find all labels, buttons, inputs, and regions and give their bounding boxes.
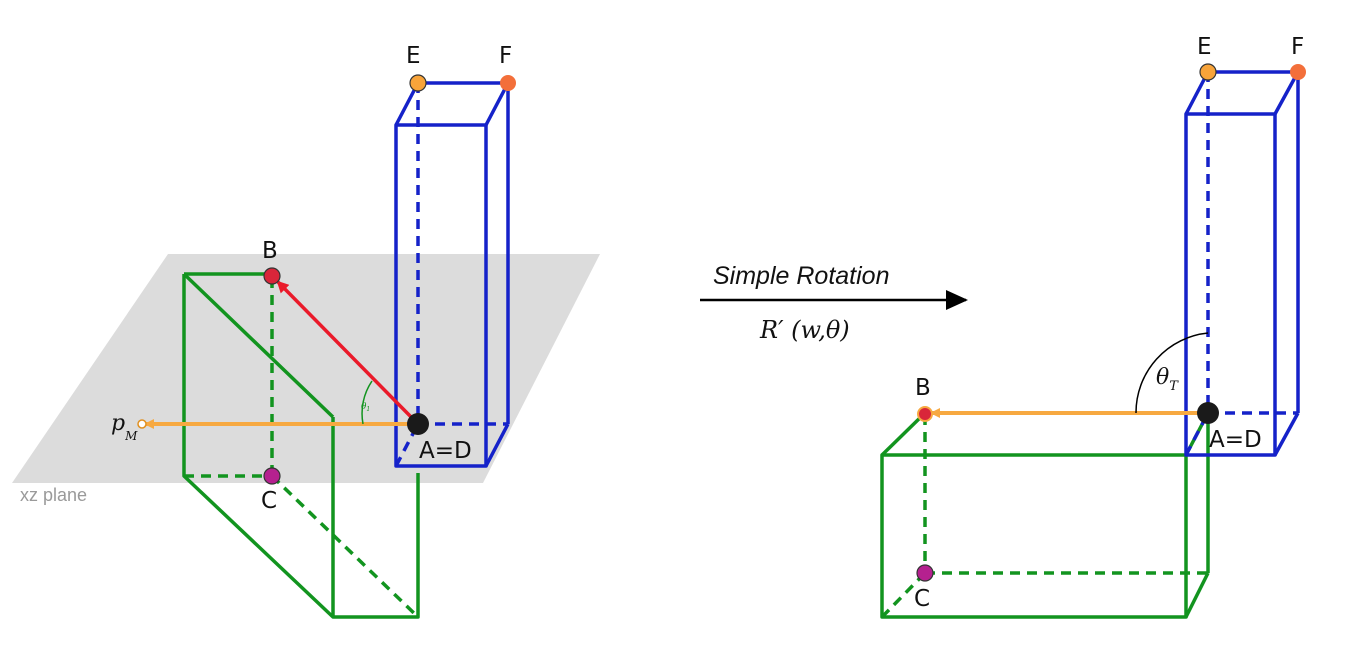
label-e-right: E bbox=[1197, 34, 1212, 60]
label-c-right: C bbox=[914, 586, 930, 612]
label-c-left: C bbox=[261, 488, 277, 514]
rotation-title: Simple Rotation bbox=[713, 262, 889, 290]
point-f-left bbox=[500, 75, 516, 91]
label-b-left: B bbox=[262, 238, 278, 264]
label-f-right: F bbox=[1291, 34, 1304, 60]
point-e-left bbox=[409, 74, 427, 92]
point-c-right bbox=[916, 564, 934, 582]
xz-plane bbox=[12, 254, 600, 483]
red-vector-b bbox=[276, 280, 420, 426]
theta1-arc bbox=[361, 380, 373, 425]
theta1-label: θ1 bbox=[361, 402, 370, 413]
point-b-right bbox=[917, 406, 933, 422]
rotation-operator: Simple Rotation R′ (w,θ) bbox=[700, 262, 968, 344]
point-c-left bbox=[263, 467, 281, 485]
green-box-left bbox=[182, 272, 420, 619]
label-b-right: B bbox=[915, 375, 931, 401]
left-panel: xz plane θ1 bbox=[12, 43, 600, 619]
label-ad-left: A=D bbox=[419, 438, 472, 464]
label-ad-right: A=D bbox=[1209, 427, 1262, 453]
xz-plane-label: xz plane bbox=[20, 485, 87, 505]
point-e-right bbox=[1199, 63, 1217, 81]
right-panel: θT E F B C A=D bbox=[880, 34, 1306, 619]
point-ad-left bbox=[407, 413, 429, 435]
point-f-right bbox=[1290, 64, 1306, 80]
green-box-right bbox=[880, 411, 1210, 619]
label-pm: pM bbox=[111, 411, 138, 443]
point-b-left bbox=[263, 267, 281, 285]
point-pm bbox=[137, 419, 147, 429]
thetaT-label: θT bbox=[1156, 365, 1179, 394]
rotation-formula: R′ (w,θ) bbox=[759, 316, 850, 344]
label-f-left: F bbox=[499, 43, 512, 69]
thetaT-arc bbox=[1135, 332, 1209, 414]
label-e-left: E bbox=[406, 43, 421, 69]
point-ad-right bbox=[1197, 402, 1219, 424]
blue-box-right bbox=[1184, 70, 1300, 457]
